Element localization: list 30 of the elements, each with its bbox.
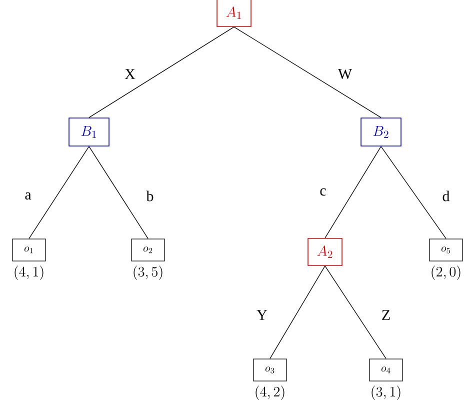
edge-label: Y [256,310,268,320]
branch-line [88,26,234,118]
branch-line [270,266,326,359]
edge-label: W [338,68,352,80]
edge-label: b [146,190,154,202]
outcome-box: $o_5$ [429,238,463,262]
player-box: $B_1$ [68,118,110,146]
payoff-label: $(3,1)$ [372,386,400,400]
outcome-box: $o_3$ [253,358,287,382]
branch-line [380,146,446,239]
edge-label: a [25,192,32,200]
edge-label: d [442,190,450,202]
branch-line [28,146,90,239]
payoff-label: $(4,2)$ [256,386,284,400]
branch-line [324,266,386,359]
player-box: $A_2$ [308,238,342,266]
player-box: $A_1$ [216,0,252,27]
branch-line [234,26,382,118]
edge-label: X [124,69,136,79]
payoff-label: $(2,0)$ [432,266,460,280]
branch-line [88,146,148,239]
branch-line [324,146,382,238]
edge-label: c [320,188,326,196]
outcome-box: $o_4$ [369,358,403,382]
payoff-label: $(4,1)$ [14,266,44,280]
payoff-label: $(3,5)$ [134,266,162,280]
edge-label: Z [382,310,390,320]
outcome-box: $o_2$ [131,238,165,262]
outcome-box: $o_1$ [12,238,46,262]
player-box: $B_2$ [360,118,402,146]
